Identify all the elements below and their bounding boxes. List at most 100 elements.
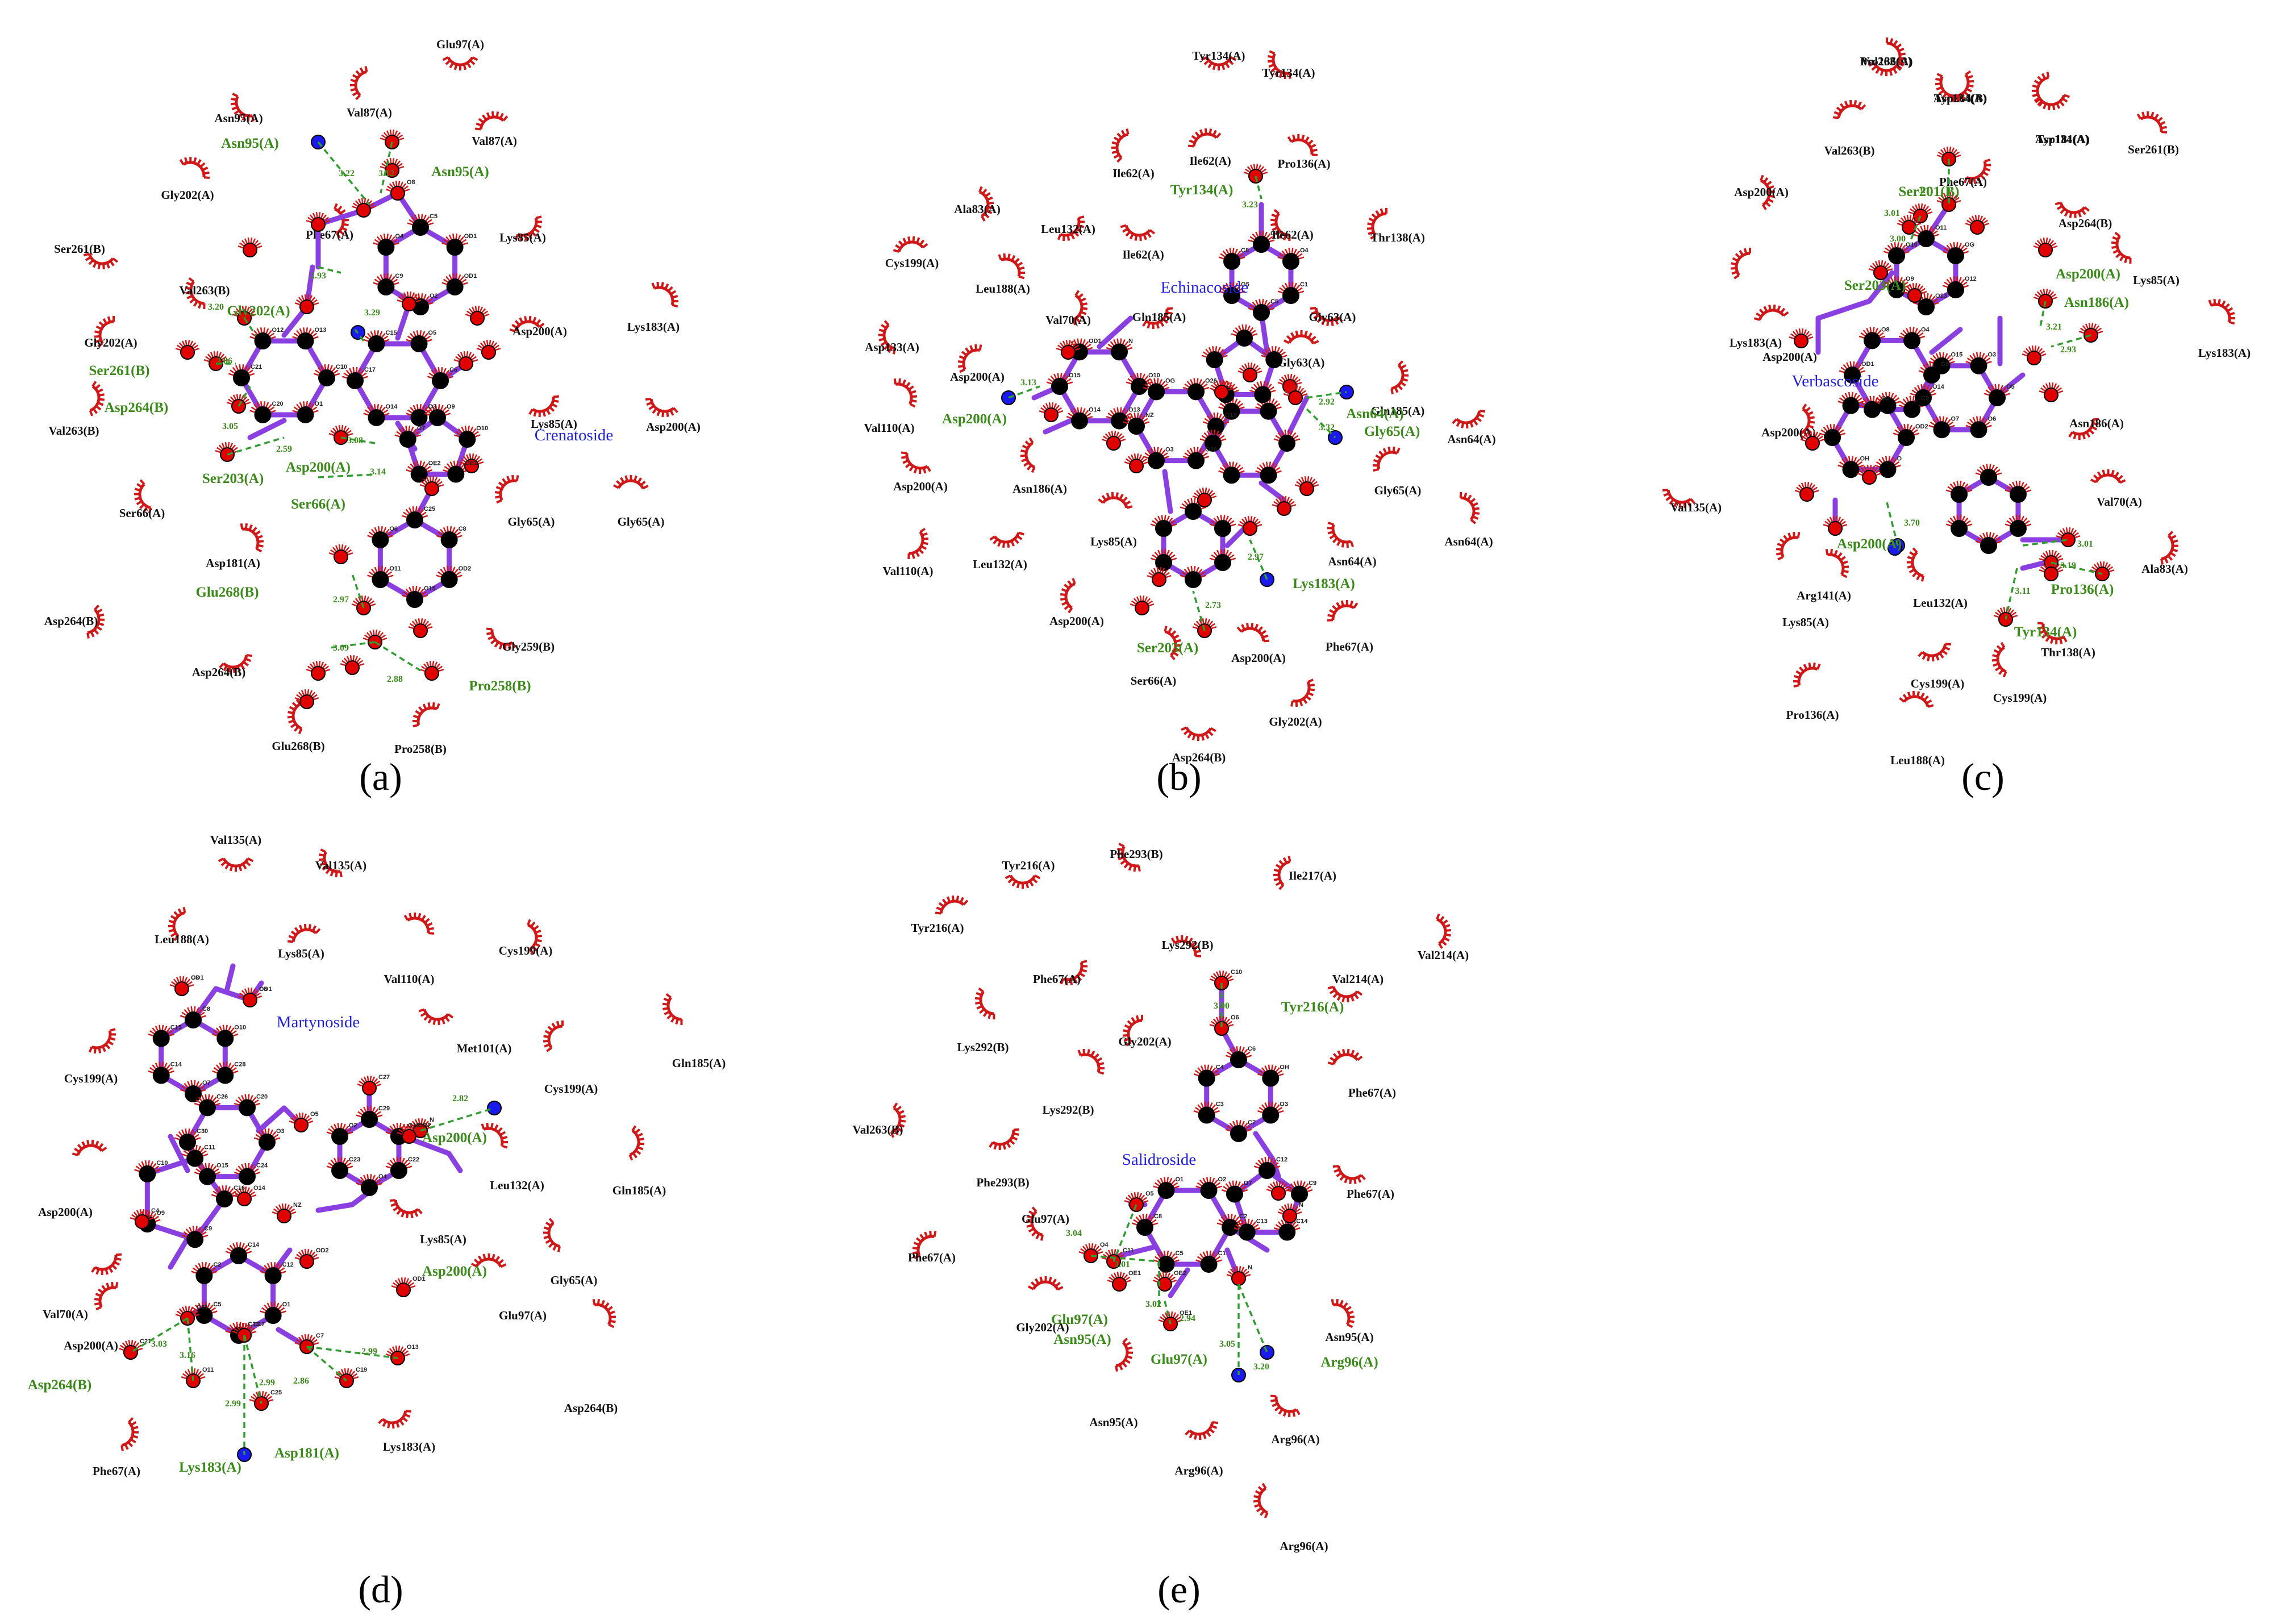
residue-label: Asp200(A) xyxy=(950,370,1005,384)
residue-label: Phe293(B) xyxy=(976,1176,1029,1189)
hbond-distance: 3.11 xyxy=(1918,186,1934,195)
residue-label: Leu188(A) xyxy=(155,932,209,946)
carbon-atom xyxy=(1915,389,1932,406)
atom-label: C12 xyxy=(282,1261,294,1268)
residue-label: Phe67(A) xyxy=(1348,1086,1396,1099)
contact-spokes xyxy=(406,330,432,342)
oxygen-atom xyxy=(413,623,428,638)
hbond-residue-label: Tyr134(A) xyxy=(2014,624,2077,640)
carbon-atom xyxy=(1230,1125,1247,1142)
ligand-name: Echinacoside xyxy=(1161,278,1249,297)
contact-spokes xyxy=(419,476,444,488)
oxygen-atom xyxy=(1044,407,1059,422)
atom-label: O11 xyxy=(1935,224,1947,231)
atom-label: C9 xyxy=(1309,1180,1316,1186)
residue-label: Ile62(A) xyxy=(1272,228,1313,241)
carbon-atom xyxy=(254,332,272,350)
atom-label: O5 xyxy=(1145,1190,1154,1197)
hydrophobic-arc xyxy=(230,93,255,122)
hbond-distance: 3.01 xyxy=(2077,539,2093,549)
residue-label: Val263(B) xyxy=(48,424,99,438)
residue-label: Phe67(A) xyxy=(1347,1187,1394,1201)
atom-label: O14 xyxy=(1932,384,1945,390)
contact-spokes xyxy=(1874,391,1901,404)
hydrophobic-arc xyxy=(1287,134,1318,156)
hydrophobic-arc xyxy=(543,1218,561,1252)
carbon-atom xyxy=(1223,402,1240,420)
atom-label: C10 xyxy=(336,364,347,370)
residue-label: Asn95(A) xyxy=(214,111,262,125)
carbon-atom xyxy=(1989,389,2006,406)
hydrogen-bond xyxy=(354,328,365,342)
hydrophobic-arc xyxy=(628,1125,645,1161)
atom-label: OG xyxy=(1965,241,1974,248)
hydrophobic-arc xyxy=(957,344,982,373)
carbon-atom xyxy=(1111,412,1128,430)
residue-label: Ile62(A) xyxy=(1122,248,1164,261)
carbon-atom xyxy=(331,1128,349,1145)
contact-spokes xyxy=(397,291,422,303)
hydrophobic-arc xyxy=(1332,1165,1366,1185)
residue-label: Val70(A) xyxy=(2097,495,2142,509)
hydrophobic-arc xyxy=(1267,50,1291,80)
contact-spokes xyxy=(373,273,399,285)
hydrophobic-arc xyxy=(2068,418,2099,440)
contact-spokes xyxy=(1249,381,1276,393)
carbon-atom xyxy=(1226,1185,1243,1203)
residue-label: Lys292(B) xyxy=(1042,1103,1094,1117)
contact-spokes xyxy=(194,1163,221,1175)
contact-spokes xyxy=(1294,476,1319,488)
carbon-atom xyxy=(264,1307,282,1324)
atom-label: O4 xyxy=(1921,326,1930,333)
carbon-atom xyxy=(1260,467,1277,484)
carbon-atom xyxy=(1223,253,1241,270)
hydrophobic-arc xyxy=(334,203,349,239)
contact-spokes xyxy=(1046,373,1073,385)
atom-label: C22 xyxy=(408,1156,419,1163)
hydrophobic-arc xyxy=(989,1128,1020,1151)
hbond-residue-label: Tyr216(A) xyxy=(1281,999,1344,1015)
hydrophobic-arc xyxy=(989,531,1025,548)
carbon-atom xyxy=(372,531,389,548)
contact-spokes xyxy=(1945,515,1973,527)
carbon-atom xyxy=(152,1067,170,1084)
carbon-atom xyxy=(139,1165,156,1182)
carbon-atom xyxy=(1898,429,1915,446)
atom-label: O5 xyxy=(428,330,437,336)
atom-label: OD2 xyxy=(316,1247,329,1254)
hydrophobic-contacts: Tyr216(A)Phe293(B)Ile217(A)Tyr216(A)Lys2… xyxy=(852,843,1469,1553)
contact-spokes xyxy=(194,1094,221,1106)
hydrophobic-arc xyxy=(389,1199,423,1219)
carbon-atom xyxy=(368,335,385,353)
contact-spokes xyxy=(1942,242,1969,254)
atom-label: O7 xyxy=(1951,415,1960,422)
hydrogen-bond xyxy=(1249,539,1268,580)
contact-spokes xyxy=(253,1128,281,1140)
hbond-residue-label: Asp181(A) xyxy=(274,1446,339,1461)
hydrophobic-arc xyxy=(1991,642,2007,678)
ligand-name: Salidroside xyxy=(1122,1151,1197,1169)
hbond-distance: 3.19 xyxy=(2060,561,2076,570)
carbon-atom xyxy=(233,369,250,386)
contact-spokes xyxy=(134,1160,161,1172)
contact-spokes xyxy=(1056,340,1081,351)
hydrophobic-arc xyxy=(509,315,545,332)
covalent-bond xyxy=(315,1202,355,1213)
residue-label: Asn64(A) xyxy=(1328,555,1376,568)
hydrophobic-arc xyxy=(418,1008,454,1026)
contact-spokes xyxy=(1225,1046,1252,1058)
atom-label: C6 xyxy=(449,366,457,373)
hydrophobic-arc xyxy=(83,252,119,270)
contact-spokes xyxy=(1209,380,1234,391)
hydrophobic-arc xyxy=(1290,678,1315,707)
oxygen-atom xyxy=(1135,601,1149,615)
contact-spokes xyxy=(1237,363,1262,374)
atom-label: OD2 xyxy=(1915,423,1928,430)
oxygen-atom xyxy=(299,1254,314,1269)
contact-spokes xyxy=(1153,1177,1180,1189)
contact-spokes xyxy=(1277,1203,1302,1215)
atom-label: O6 xyxy=(1988,415,1997,422)
oxygen-atom xyxy=(2027,351,2041,365)
hydrophobic-arc xyxy=(651,281,679,308)
oxygen-atom xyxy=(1243,521,1257,536)
